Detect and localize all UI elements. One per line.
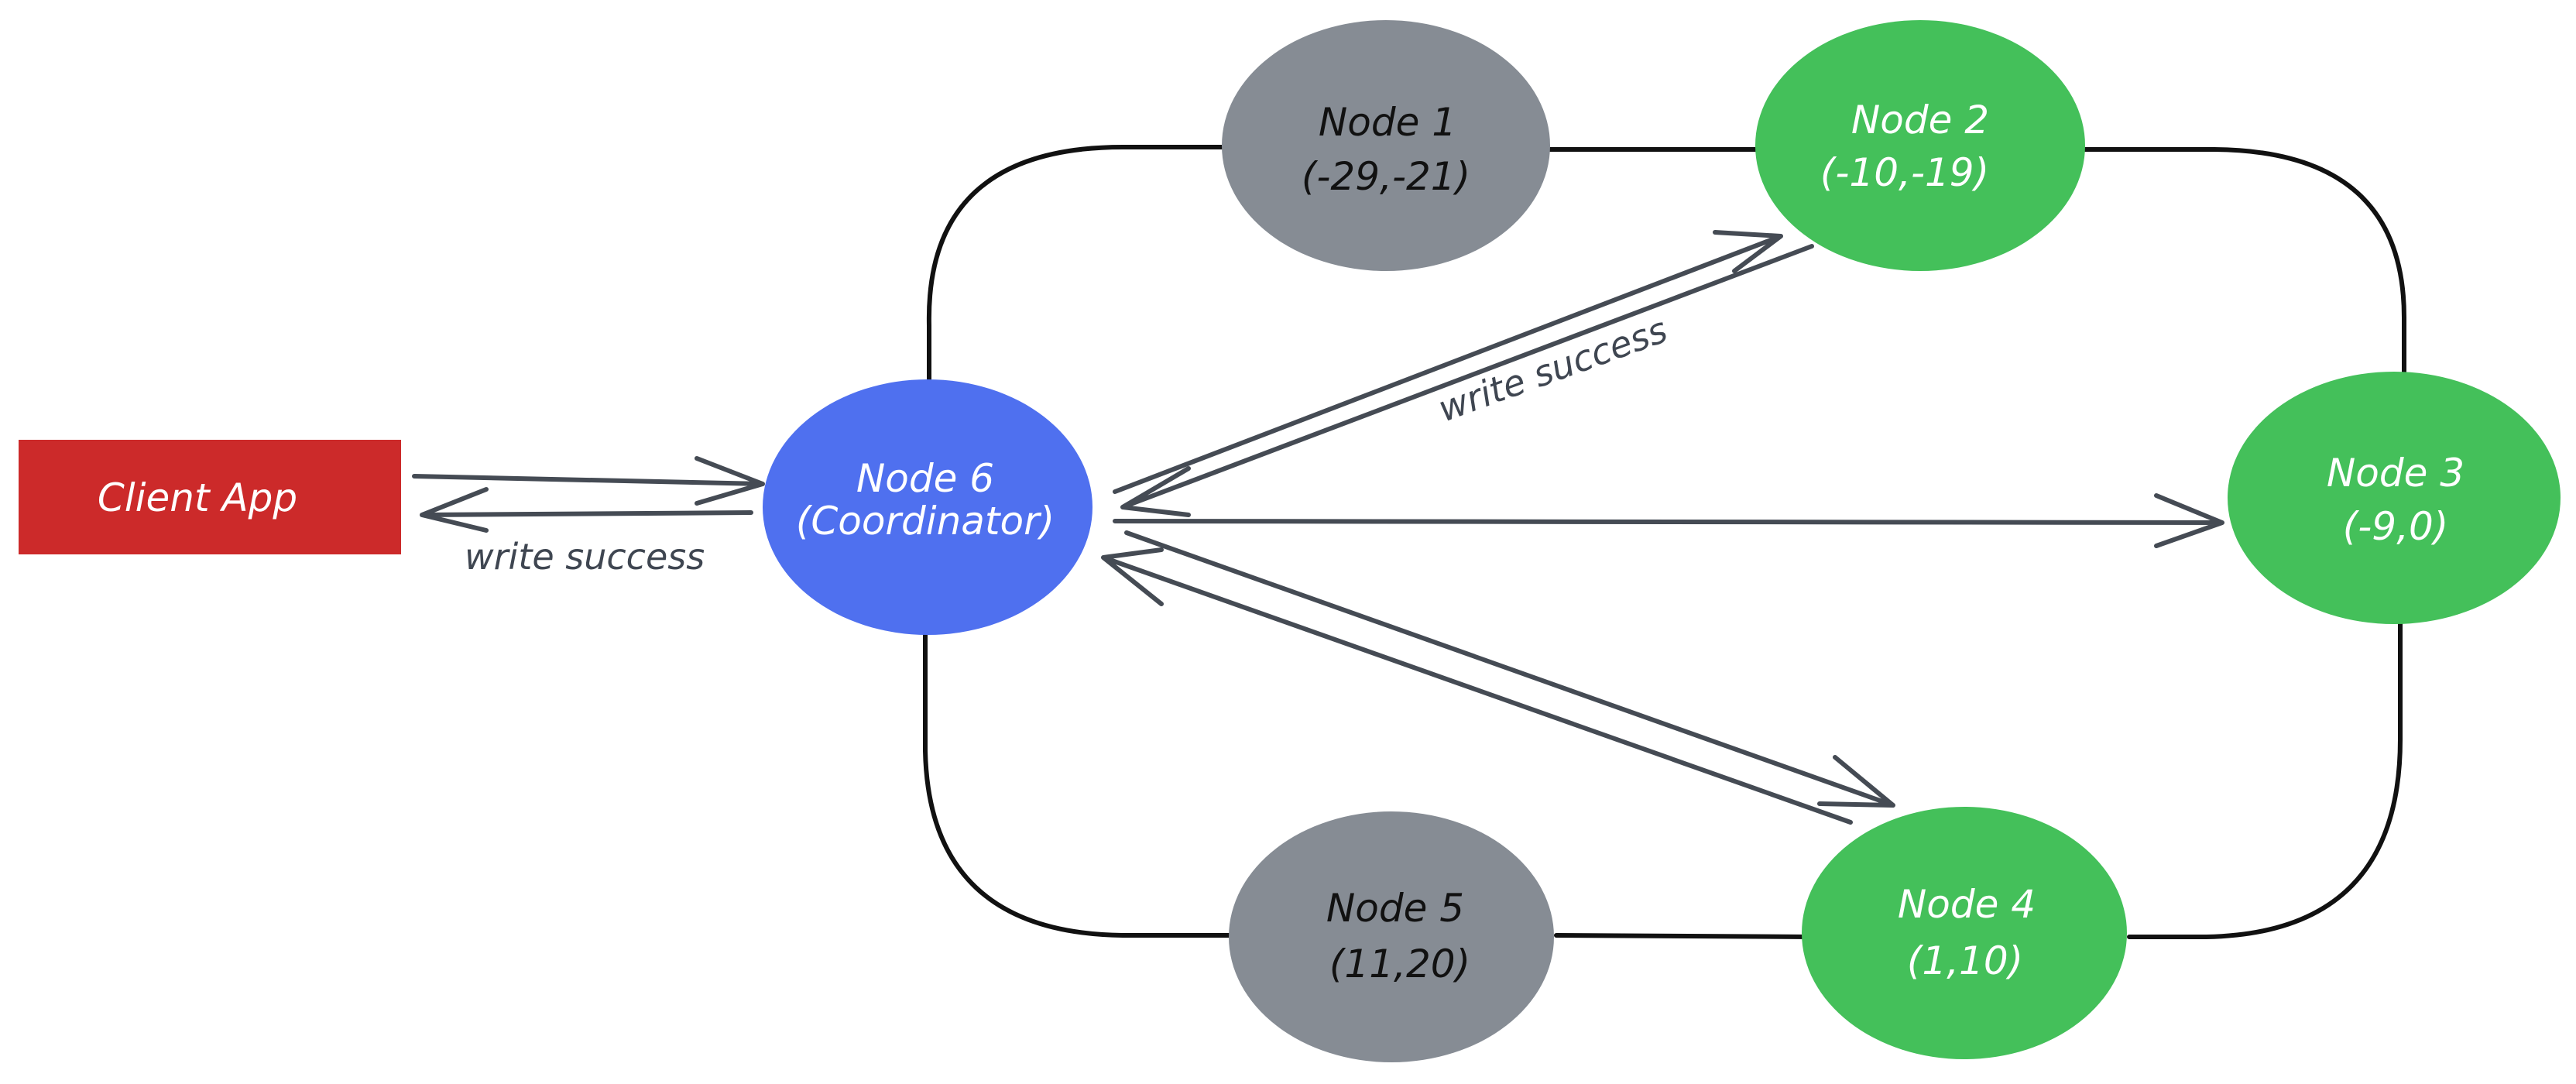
node-1-range: (-29,-21) <box>1302 154 1470 199</box>
node-4-name: Node 4 <box>1898 882 2036 927</box>
arrows <box>412 230 2224 825</box>
node-2-range: (-10,-19) <box>1820 150 1989 195</box>
ring-segment-5-6 <box>923 633 1233 938</box>
arrow-client-to-coordinator <box>412 456 765 506</box>
arrow-node-4-to-coordinator <box>1101 547 1853 825</box>
client-ack-label: write success <box>465 536 705 578</box>
node-2: Node 2 (-10,-19) <box>1755 20 2085 271</box>
arrow-coordinator-to-node-2 <box>1113 230 1783 494</box>
node-6-name: Node 6 <box>856 456 994 501</box>
client-app-label: Client App <box>98 475 297 520</box>
node-6-role: (Coordinator) <box>796 499 1055 544</box>
client-app-box: Client App <box>19 440 401 554</box>
node-1: Node 1 (-29,-21) <box>1222 20 1550 271</box>
node-1-name: Node 1 <box>1319 100 1456 145</box>
arrow-coordinator-to-node-3 <box>1113 493 2224 548</box>
node-5-range: (11,20) <box>1329 942 1470 986</box>
cluster-ring <box>923 145 2406 939</box>
node-3-name: Node 3 <box>2327 451 2465 496</box>
arrow-coordinator-to-node-4 <box>1124 530 1895 808</box>
node-2-ack-label: write success <box>1432 308 1672 430</box>
node-4: Node 4 (1,10) <box>1802 807 2127 1059</box>
ring-segment-3-4 <box>2127 621 2403 939</box>
node-3: Node 3 (-9,0) <box>2228 372 2561 624</box>
ring-segment-2-3 <box>2080 147 2406 374</box>
node-5: Node 5 (11,20) <box>1229 811 1554 1062</box>
node-4-range: (1,10) <box>1907 938 2023 983</box>
arrow-node-2-to-coordinator <box>1120 244 1814 517</box>
node-2-name: Node 2 <box>1851 98 1989 142</box>
arrow-coordinator-to-client <box>420 487 753 533</box>
ring-segment-6-1 <box>926 145 1226 382</box>
node-6-coordinator: Node 6 (Coordinator) <box>763 379 1092 635</box>
node-3-range: (-9,0) <box>2343 504 2449 549</box>
node-5-name: Node 5 <box>1326 886 1464 931</box>
ring-segment-4-5 <box>1554 933 1814 939</box>
